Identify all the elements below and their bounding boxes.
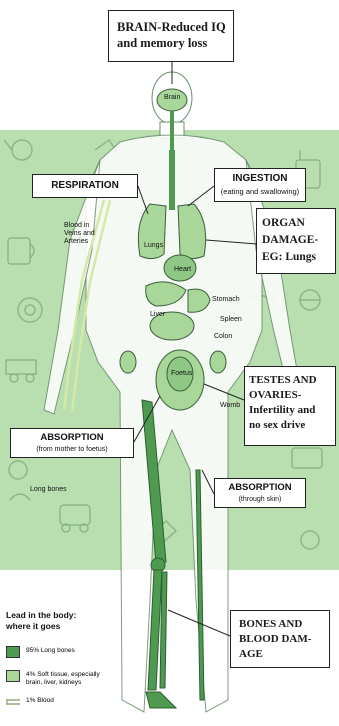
legend-item-blood: 1% Blood [6, 696, 126, 710]
legend-label-soft-tissue: 4% Soft tissue, especially brain, liver,… [26, 671, 136, 687]
callout-organ-damage-text: ORGAN DAMAGE- EG: Lungs [262, 215, 318, 266]
legend-label-long-bones: 95% Long bones [26, 647, 136, 655]
callout-ingestion: INGESTION (eating and swallowing) [214, 168, 306, 202]
callout-brain: BRAIN-Reduced IQ and memory loss [108, 10, 234, 62]
kidney-right [210, 351, 226, 373]
callout-testes: TESTES AND OVARIES- Infertility and no s… [244, 366, 336, 446]
legend-item-long-bones: 95% Long bones [6, 646, 126, 660]
organ-label-liver: Liver [150, 311, 165, 318]
organ-label-heart: Heart [174, 266, 191, 273]
callout-absorption-skin-sub: (through skin) [215, 496, 305, 503]
callout-brain-text: BRAIN-Reduced IQ and memory loss [117, 19, 226, 51]
organ-label-colon: Colon [214, 333, 232, 340]
organ-label-blood-veins: Blood in Veins and Arteries [64, 222, 95, 246]
callout-bones-text: BONES AND BLOOD DAM- AGE [239, 617, 311, 662]
organ-label-foetus: Foetus [171, 370, 192, 377]
callout-testes-text: TESTES AND OVARIES- Infertility and no s… [249, 373, 317, 433]
organ-label-womb: Womb [220, 402, 240, 409]
organ-label-lungs: Lungs [144, 242, 163, 249]
callout-absorption-skin-title: ABSORPTION [215, 482, 305, 493]
callout-absorption-mother-title: ABSORPTION [11, 432, 133, 443]
organ-label-stomach: Stomach [212, 296, 240, 303]
legend-title: Lead in the body: where it goes [6, 610, 76, 632]
organ-label-brain: Brain [164, 94, 180, 101]
callout-absorption-skin: ABSORPTION (through skin) [214, 478, 306, 508]
legend-label-blood: 1% Blood [26, 697, 136, 705]
legend-swatch-soft-tissue [6, 670, 20, 682]
legend-swatch-long-bones [6, 646, 20, 658]
organ-label-long-bones: Long bones [30, 486, 67, 493]
callout-bones: BONES AND BLOOD DAM- AGE [230, 610, 330, 668]
callout-absorption-mother-sub: (from mother to foetus) [11, 446, 133, 453]
callout-ingestion-sub: (eating and swallowing) [215, 187, 305, 196]
legend-swatch-blood [6, 696, 20, 708]
organ-label-spleen: Spleen [220, 316, 242, 323]
callout-respiration: RESPIRATION [32, 174, 138, 198]
kidney-left [120, 351, 136, 373]
callout-organ-damage: ORGAN DAMAGE- EG: Lungs [256, 208, 336, 274]
legend-item-soft-tissue: 4% Soft tissue, especially brain, liver,… [6, 670, 136, 688]
callout-respiration-text: RESPIRATION [33, 180, 137, 191]
callout-absorption-mother: ABSORPTION (from mother to foetus) [10, 428, 134, 458]
callout-ingestion-title: INGESTION [215, 173, 305, 184]
